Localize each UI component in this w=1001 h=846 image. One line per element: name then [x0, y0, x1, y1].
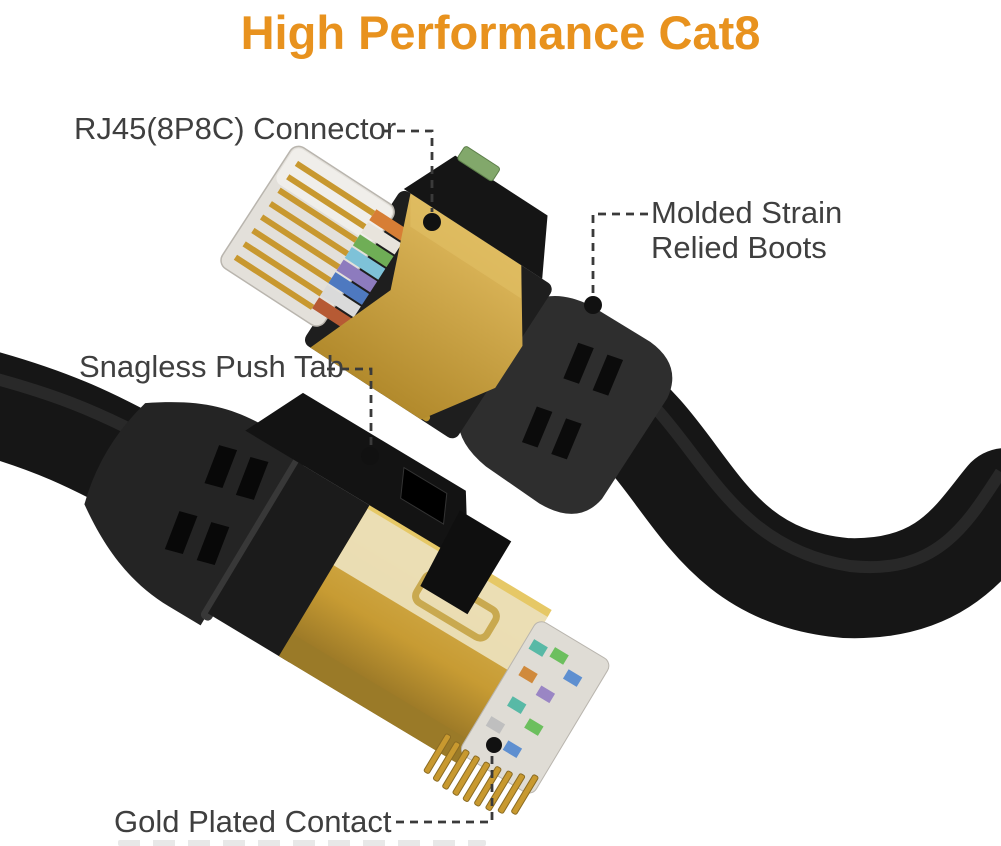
green-chip: [457, 146, 500, 182]
label-molded-strain-boots: Molded Strain Relied Boots: [651, 195, 842, 265]
leader-line-gold: [396, 754, 494, 824]
leader-line-pushtab: [327, 367, 373, 446]
callout-dot-rj45: [423, 213, 441, 231]
snagless-push-tab: [245, 392, 512, 615]
leader-line-rj45: [383, 129, 434, 212]
gold-contact-fingers: [233, 160, 376, 310]
leader-line-boots: [591, 212, 648, 294]
rear-housing-bottom: [207, 462, 380, 663]
gold-contact-pins: [423, 733, 539, 815]
rj45-connector-top: [220, 145, 673, 514]
callout-dot-gold: [486, 737, 502, 753]
latch-clip-top: [403, 155, 548, 279]
page-title: High Performance Cat8: [240, 6, 761, 59]
label-snagless-push-tab: Snagless Push Tab: [79, 349, 344, 384]
callout-dot-boots: [584, 296, 602, 314]
shielded-connector-bottom: [84, 392, 610, 815]
label-gold-plated-contact: Gold Plated Contact: [114, 804, 392, 839]
callout-dot-pushtab: [361, 447, 379, 465]
label-molded-strain-line1: Molded Strain: [651, 195, 843, 230]
label-rj45-connector: RJ45(8P8C) Connector: [74, 111, 397, 146]
wire-band-top: [312, 209, 410, 331]
cable-top: [550, 345, 1001, 639]
label-molded-strain-line2: Relied Boots: [651, 230, 827, 265]
cropped-text-remnant: [118, 840, 486, 846]
